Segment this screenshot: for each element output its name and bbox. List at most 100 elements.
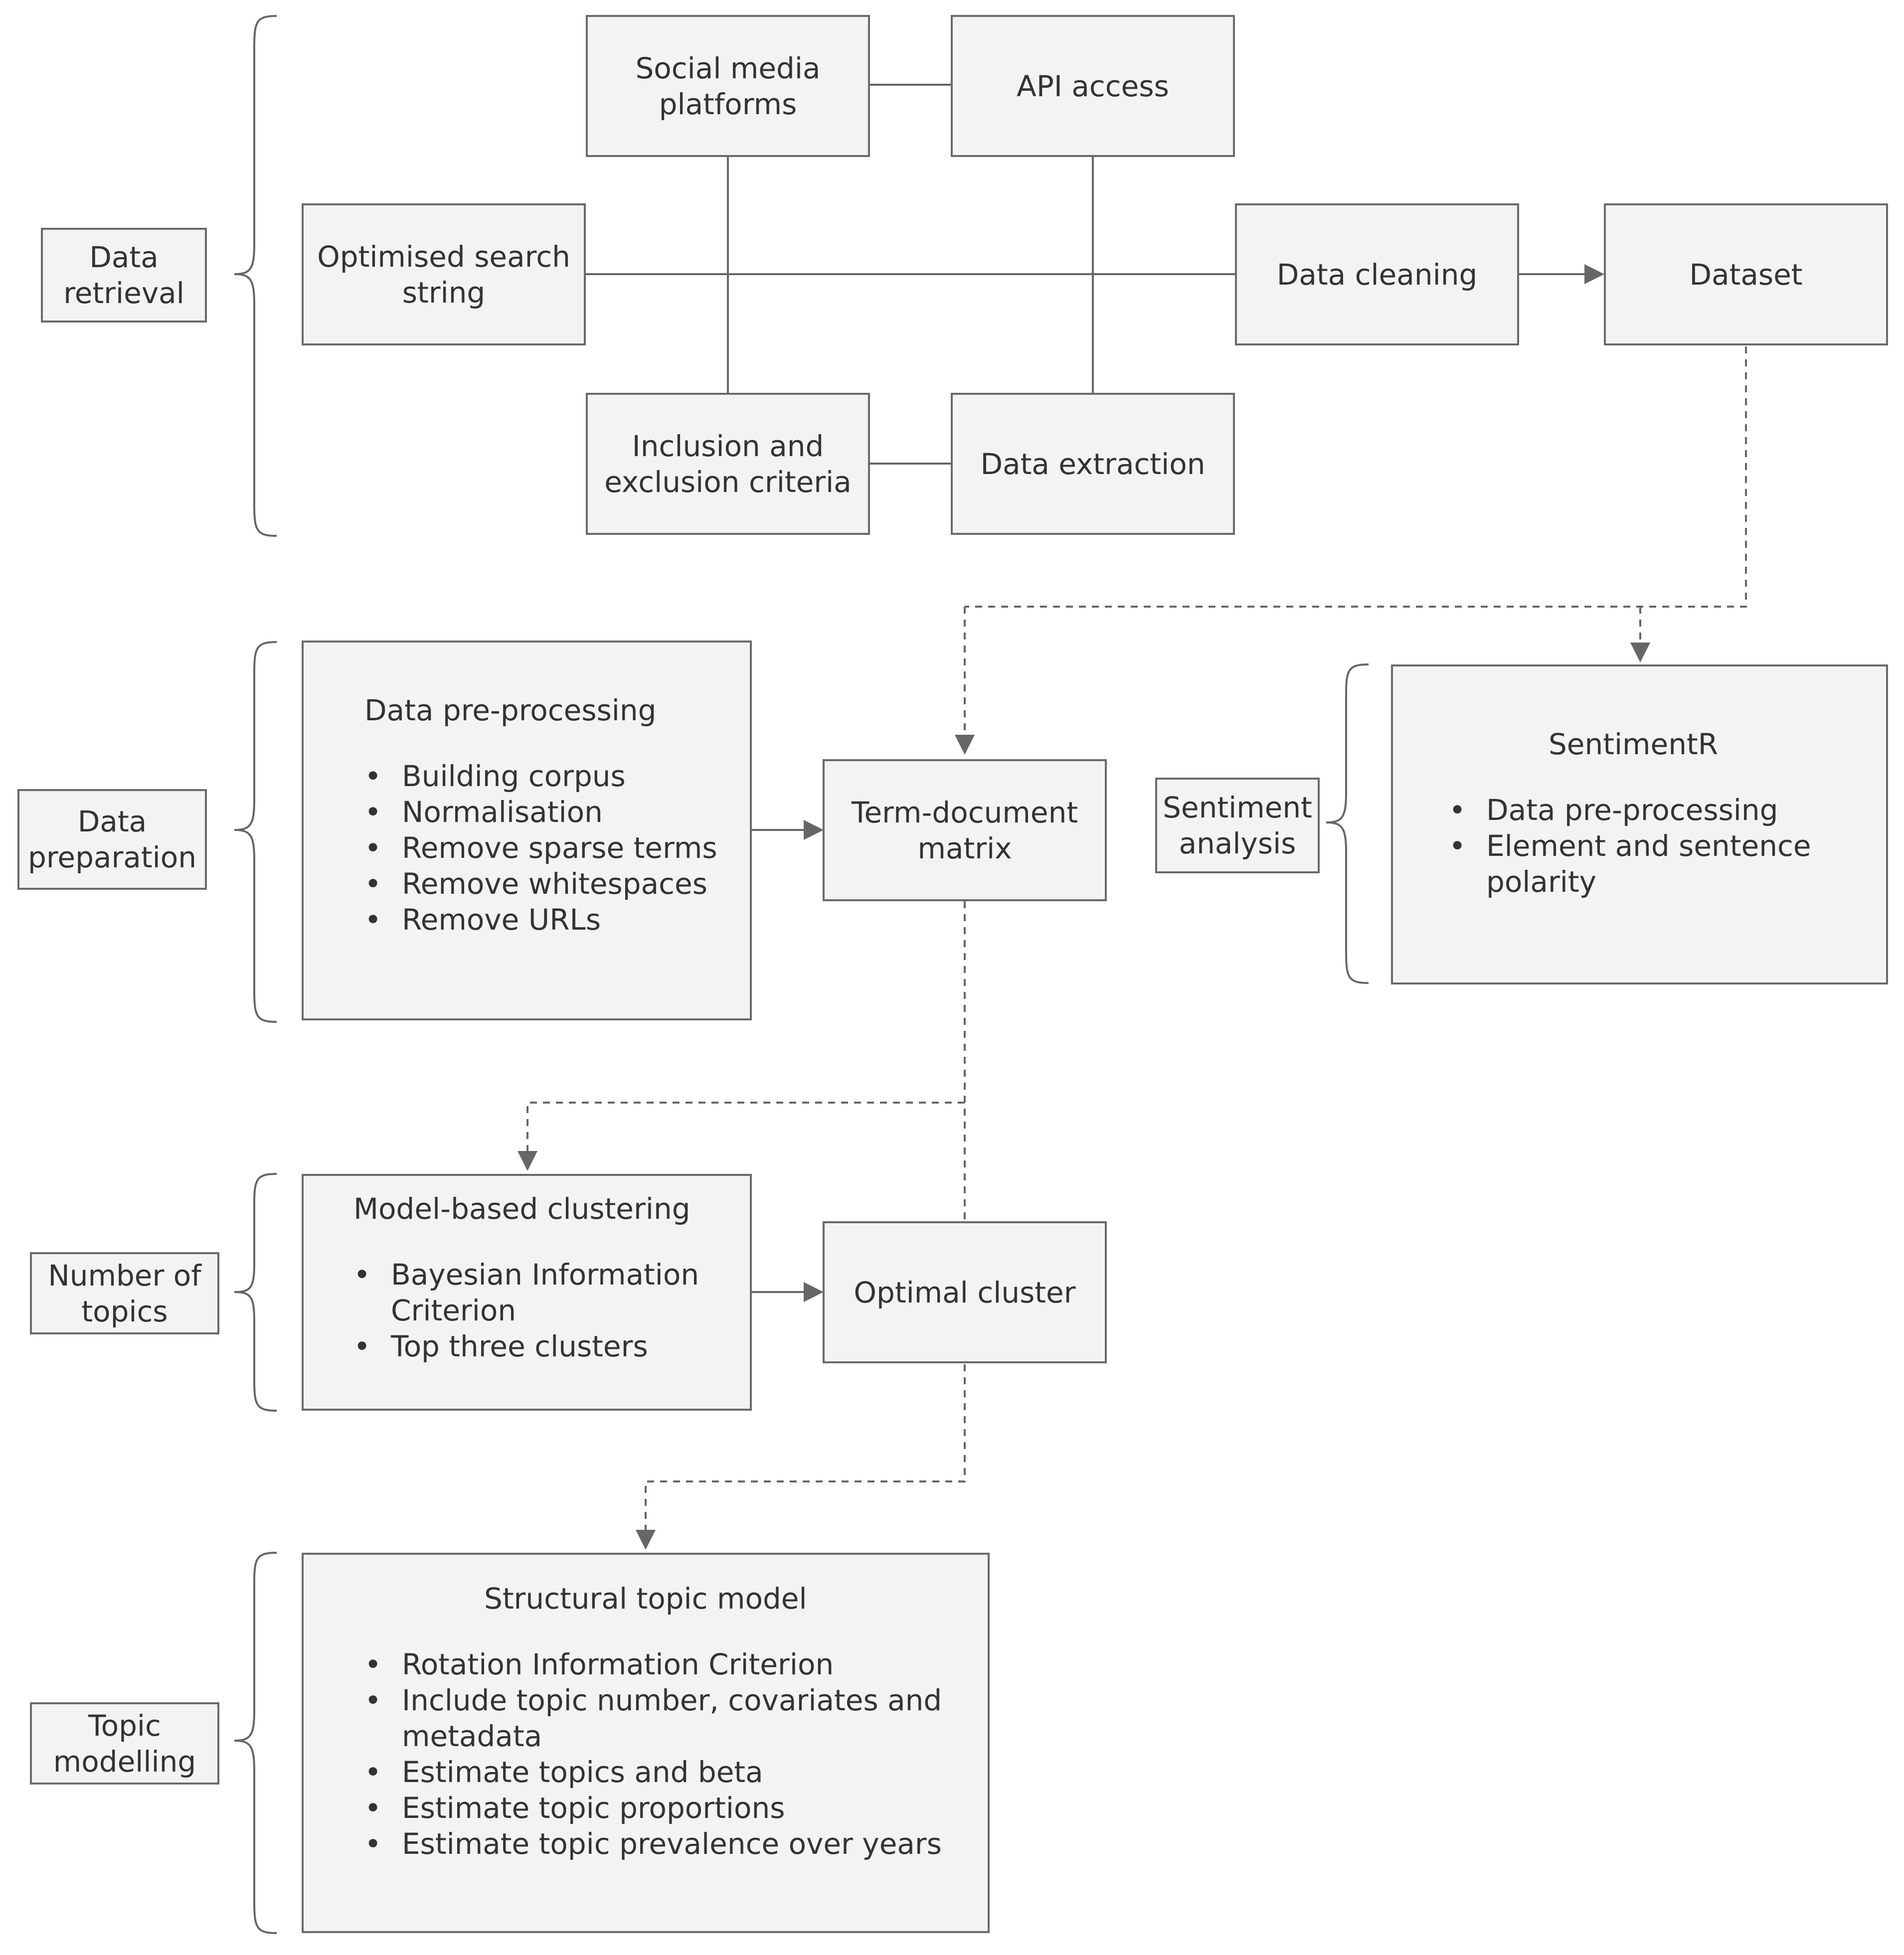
list-item-text: Element and sentence [1486, 829, 1811, 863]
sentimentr-box: SentimentR •Data pre-processing • Element… [1391, 664, 1888, 984]
brace-data-preparation [234, 641, 277, 1023]
stage-label-number-of-topics: Number of topics [30, 1252, 219, 1334]
stage-label-text: Data retrieval [63, 240, 184, 310]
term-document-matrix-label: Term-document matrix [851, 795, 1078, 865]
data-extraction-box: Data extraction [951, 393, 1235, 535]
list-item-text: metadata [402, 1719, 542, 1753]
list-item: •Data pre-processing [1449, 792, 1848, 828]
stage-braces [234, 15, 1369, 1934]
list-item-text: Estimate topic prevalence over years [402, 1827, 942, 1861]
inclusion-exclusion-criteria-box: Inclusion and exclusion criteria [586, 393, 870, 535]
bullet-icon: • [364, 1827, 382, 1861]
stage-label-text: Number of topics [48, 1258, 201, 1328]
structural-topic-model-title: Structural topic model [484, 1582, 807, 1616]
list-item-text: Top three clusters [391, 1329, 648, 1363]
stage-label-text: Topic modelling [53, 1708, 196, 1779]
dataset-label: Dataset [1689, 257, 1803, 292]
bullet-icon: • [353, 1258, 371, 1292]
data-preprocessing-title: Data pre-processing [364, 693, 657, 727]
list-item: • Rotation Information Criterion [364, 1646, 963, 1682]
stage-label-text: Sentiment analysis [1163, 791, 1312, 860]
data-cleaning-label: Data cleaning [1276, 257, 1478, 292]
stage-label-text: Data preparation [28, 805, 196, 874]
brace-data-retrieval [234, 15, 277, 537]
bullet-icon: • [353, 1329, 371, 1363]
list-item-continuation: Criterion [353, 1293, 699, 1328]
list-item-continuation: polarity [1449, 864, 1848, 900]
data-extraction-label: Data extraction [980, 447, 1206, 481]
list-item-text: Bayesian Information [391, 1258, 699, 1292]
structural-topic-model-content: Structural topic model • Rotation Informa… [364, 1581, 963, 1862]
bullet-icon: • [364, 867, 382, 901]
inclusion-exclusion-criteria-label: Inclusion and exclusion criteria [604, 429, 852, 499]
data-preprocessing-box: Data pre-processing • Building corpus • No… [302, 641, 752, 1020]
list-item: • Include topic number, covariates and [364, 1682, 963, 1718]
api-access-label: API access [1017, 69, 1169, 103]
social-media-platforms-box: Social media platforms [586, 15, 870, 157]
stage-label-sentiment-analysis: Sentiment analysis [1155, 778, 1320, 873]
list-item: • Top three clusters [353, 1328, 699, 1364]
optimal-cluster-box: Optimal cluster [823, 1221, 1107, 1363]
stage-label-data-preparation: Data preparation [17, 789, 207, 890]
bullet-icon: • [364, 1683, 382, 1717]
list-item: • Estimate topic prevalence over years [364, 1826, 963, 1862]
optimised-search-string-box: Optimised search string [302, 203, 586, 345]
optimised-search-string-label: Optimised search string [317, 239, 570, 310]
sentimentr-list: •Data pre-processing • Element and senten… [1449, 792, 1848, 900]
structural-topic-model-box: Structural topic model • Rotation Informa… [302, 1553, 990, 1933]
data-preprocessing-list: •Building corpus •Normalisation •Remove … [364, 758, 717, 938]
list-item-text: Rotation Information Criterion [402, 1647, 834, 1681]
social-media-platforms-label: Social media platforms [635, 51, 821, 121]
dashed-dataset-to-split [965, 346, 1747, 608]
brace-topic-modelling [234, 1552, 277, 1934]
model-based-clustering-content: Model-based clustering • Bayesian Informa… [353, 1191, 699, 1364]
solid-arrows [752, 264, 1604, 1302]
model-based-clustering-list: • Bayesian Information Criterion • Top thr… [353, 1257, 699, 1364]
stage-label-data-retrieval: Data retrieval [41, 228, 207, 323]
list-item-text: Data pre-processing [1486, 793, 1778, 827]
brace-number-of-topics [234, 1173, 277, 1412]
model-based-clustering-box: Model-based clustering • Bayesian Informa… [302, 1174, 752, 1411]
bullet-icon: • [364, 795, 382, 829]
sentimentr-content: SentimentR •Data pre-processing • Element… [1449, 726, 1848, 900]
dashed-optimal-to-topic-model [636, 1364, 966, 1550]
bullet-icon: • [364, 1647, 382, 1681]
list-item-text: Normalisation [402, 795, 603, 829]
dataset-box: Dataset [1604, 203, 1888, 345]
term-document-matrix-box: Term-document matrix [823, 759, 1107, 901]
list-item-text: Remove whitespaces [402, 867, 707, 901]
list-item: • Element and sentence [1449, 828, 1848, 864]
list-item-text: Criterion [391, 1294, 517, 1327]
list-item: • Remove whitespaces [364, 866, 717, 902]
bullet-icon: • [364, 903, 382, 937]
dashed-to-clustering [518, 1102, 965, 1171]
bullet-icon: • [364, 831, 382, 865]
list-item: • Estimate topic proportions [364, 1790, 963, 1826]
list-item: • Normalisation [364, 794, 717, 830]
list-item: • Remove sparse terms [364, 830, 717, 866]
bullet-icon: • [1449, 829, 1466, 863]
list-item-text: Estimate topic proportions [402, 1791, 785, 1825]
list-item-continuation: metadata [364, 1718, 963, 1754]
list-item-text: Include topic number, covariates and [402, 1683, 942, 1717]
list-item: •Remove URLs [364, 902, 717, 938]
list-item-text: polarity [1486, 865, 1596, 899]
optimal-cluster-label: Optimal cluster [854, 1275, 1076, 1309]
list-item: • Estimate topics and beta [364, 1754, 963, 1790]
model-based-clustering-title: Model-based clustering [353, 1192, 691, 1226]
stage-label-topic-modelling: Topic modelling [30, 1702, 219, 1785]
dashed-flows [518, 346, 1747, 1550]
list-item: • Bayesian Information [353, 1257, 699, 1293]
bullet-icon: • [364, 1755, 382, 1789]
api-access-box: API access [951, 15, 1235, 157]
list-item: • Building corpus [364, 758, 717, 794]
list-item-text: Building corpus [402, 759, 626, 793]
list-item-text: Estimate topics and beta [402, 1755, 763, 1789]
bullet-icon: • [364, 759, 382, 793]
list-item-text: Remove sparse terms [402, 831, 717, 865]
sentimentr-title: SentimentR [1548, 727, 1719, 761]
brace-sentiment-analysis [1326, 663, 1369, 984]
retrieval-connectors [586, 84, 1235, 465]
bullet-icon: • [364, 1791, 382, 1825]
